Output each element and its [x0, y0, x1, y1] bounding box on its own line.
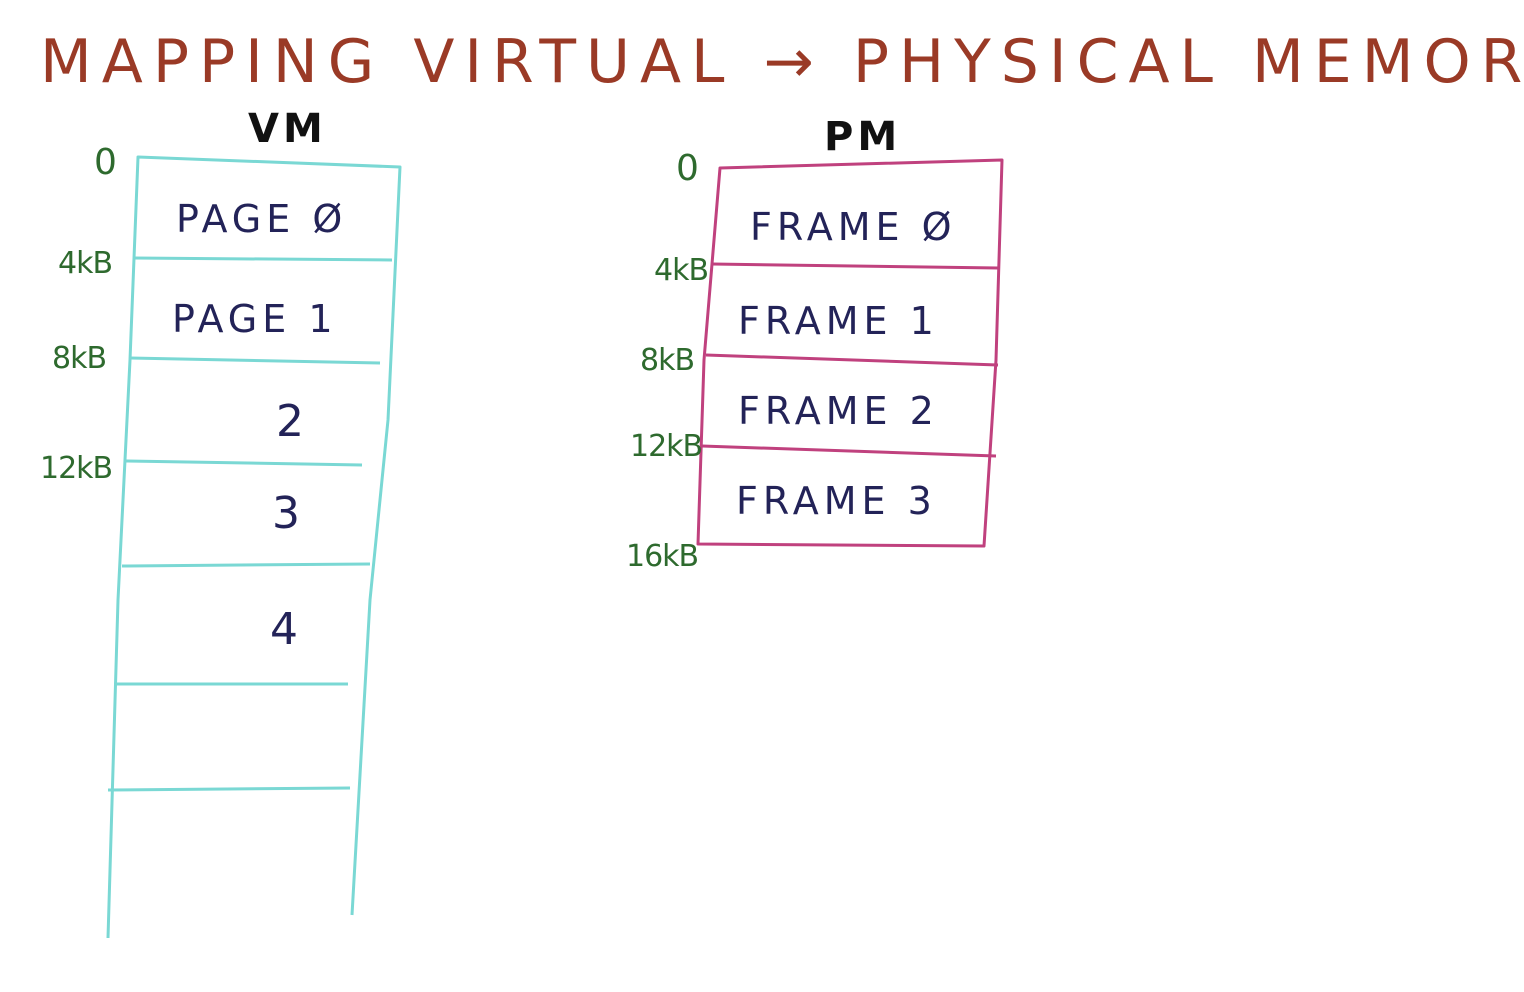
vm-divider-12kb [125, 459, 363, 467]
pm-cell-frame-1: FRAME 1 [738, 299, 939, 343]
pm-address-4kb: 4kB [654, 253, 708, 288]
pm-address-8kb: 8kB [640, 343, 694, 378]
vm-divider-8kb [129, 356, 381, 365]
pm-cell-frame-0: FRAME Ø [750, 205, 957, 249]
vm-cell-page-3: 3 [272, 488, 300, 539]
vm-start-address: 0 [94, 142, 117, 183]
vm-address-4kb: 4kB [58, 246, 112, 281]
diagram-title: MAPPING VIRTUAL → PHYSICAL MEMORY [40, 27, 1524, 97]
pm-divider-12kb [701, 444, 997, 458]
vm-address-12kb: 12kB [40, 451, 112, 486]
vm-divider-4kb [133, 256, 393, 262]
pm-heading: PM [824, 114, 901, 160]
virtual-memory-column: VM 0 4kB 8kB 12kB PAGE Ø PAGE 1 2 3 4 [40, 106, 402, 939]
pm-start-address: 0 [676, 148, 699, 189]
pm-address-16kb: 16kB [626, 539, 698, 574]
vm-heading: VM [248, 106, 327, 152]
pm-box-outline [696, 158, 1004, 548]
physical-memory-column: PM 0 4kB 8kB 12kB 16kB FRAME Ø FRAME 1 F… [626, 114, 1004, 574]
vm-divider-row-6 [107, 786, 351, 792]
pm-cell-frame-2: FRAME 2 [738, 389, 939, 433]
pm-cell-frame-3: FRAME 3 [736, 479, 937, 523]
vm-divider-row-4 [121, 562, 371, 568]
pm-divider-8kb [705, 353, 999, 367]
vm-cell-page-2: 2 [276, 396, 304, 447]
vm-box-outline [106, 155, 402, 939]
vm-address-8kb: 8kB [52, 341, 106, 376]
vm-cell-page-0: PAGE Ø [176, 197, 347, 241]
vm-cell-page-4: 4 [270, 604, 298, 655]
vm-cell-page-1: PAGE 1 [172, 297, 338, 341]
pm-address-12kb: 12kB [630, 429, 702, 464]
pm-divider-4kb [711, 262, 999, 270]
